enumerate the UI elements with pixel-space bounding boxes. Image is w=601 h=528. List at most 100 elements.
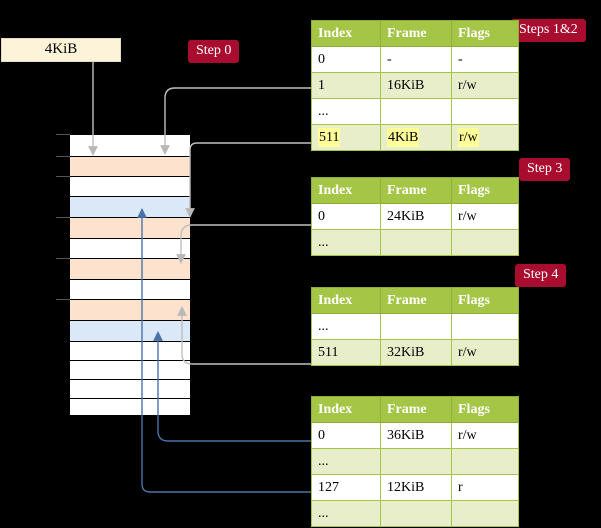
table-row: 0 36KiB r/w xyxy=(311,422,519,449)
column-header-frame: Frame xyxy=(380,287,452,314)
cell-index: 127 xyxy=(311,474,381,501)
cell-index: ... xyxy=(311,98,381,125)
memory-row xyxy=(70,218,190,239)
cell-text: 16KiB xyxy=(387,78,425,93)
table-row: 1 16KiB r/w xyxy=(311,72,519,99)
cell-text: 511 xyxy=(318,345,339,360)
cell-flags: r/w xyxy=(451,422,519,449)
badge-step-4: Step 4 xyxy=(515,264,567,287)
memory-row xyxy=(70,399,190,415)
cell-flags: r/w xyxy=(451,339,519,366)
cell-text: 0 xyxy=(318,428,325,443)
cell-flags xyxy=(451,313,519,340)
memory-row xyxy=(70,177,190,197)
cell-flags xyxy=(451,500,519,527)
table-row: 0 24KiB r/w xyxy=(311,203,519,230)
cell-flags: r/w xyxy=(451,203,519,230)
cell-flags: r/w xyxy=(451,72,519,99)
table-row: 0 - - xyxy=(311,46,519,73)
cell-text: 36KiB xyxy=(387,428,425,443)
cell-text: r/w xyxy=(458,428,477,443)
memory-row xyxy=(70,361,190,380)
memory-row xyxy=(70,239,190,259)
page-table-level-2: Index Frame Flags 0 24KiB r/w ... xyxy=(311,177,519,256)
table-row: 511 32KiB r/w xyxy=(311,339,519,366)
wire-step4-table3row511-to-memory xyxy=(177,306,312,365)
column-header-flags: Flags xyxy=(451,20,519,47)
badge-step-0-label: Step 0 xyxy=(196,43,232,58)
cell-text: r/w xyxy=(458,209,477,224)
table-header-row: Index Frame Flags xyxy=(311,396,519,423)
cell-frame: 12KiB xyxy=(380,474,452,501)
cell-text: r xyxy=(458,480,463,495)
memory-tick xyxy=(56,176,70,177)
cell-text: 0 xyxy=(318,209,325,224)
cell-index: ... xyxy=(311,229,381,256)
memory-row xyxy=(70,380,190,399)
cell-index: 0 xyxy=(311,422,381,449)
column-header-frame: Frame xyxy=(380,20,452,47)
cell-text: 127 xyxy=(318,480,339,495)
wire-step12-table1row511-to-memory xyxy=(185,142,312,218)
badge-step-3: Step 3 xyxy=(519,158,571,181)
cell-text: 0 xyxy=(318,52,325,67)
table-row-highlighted: 511 4KiB r/w xyxy=(311,124,519,151)
cell-index: 1 xyxy=(311,72,381,99)
cell-frame: 32KiB xyxy=(380,339,452,366)
cell-text: 32KiB xyxy=(387,345,425,360)
cell-text: 12KiB xyxy=(387,480,425,495)
table-header-row: Index Frame Flags xyxy=(311,20,519,47)
cell-index: 511 xyxy=(311,124,381,151)
memory-row xyxy=(70,321,190,342)
cell-text: ... xyxy=(318,235,329,250)
cell-flags xyxy=(451,448,519,475)
cell-flags: r xyxy=(451,474,519,501)
cell-text: r/w xyxy=(458,78,477,93)
cell-text: r/w xyxy=(458,345,477,360)
cell-text: 24KiB xyxy=(387,209,425,224)
cell-index: 0 xyxy=(311,46,381,73)
wire-step3-table2row0-to-memory xyxy=(176,224,312,264)
memory-row xyxy=(70,259,190,280)
table-row: ... xyxy=(311,448,519,475)
table-row: ... xyxy=(311,313,519,340)
column-header-frame: Frame xyxy=(380,177,452,204)
badge-step-3-label: Step 3 xyxy=(527,161,563,176)
cell-frame xyxy=(380,448,452,475)
column-header-index: Index xyxy=(311,20,381,47)
column-header-flags: Flags xyxy=(451,177,519,204)
memory-tick xyxy=(56,134,70,135)
table-row: ... xyxy=(311,98,519,125)
memory-tick xyxy=(56,217,70,218)
column-header-index: Index xyxy=(311,287,381,314)
cell-text: ... xyxy=(318,454,329,469)
badge-step-4-label: Step 4 xyxy=(523,267,559,282)
memory-tick xyxy=(56,258,70,259)
cell-frame xyxy=(380,98,452,125)
table-row: ... xyxy=(311,500,519,527)
cell-flags xyxy=(451,229,519,256)
table-header-row: Index Frame Flags xyxy=(311,177,519,204)
page-table-level-3: Index Frame Flags ... 511 32KiB r/w xyxy=(311,287,519,366)
cell-text: - xyxy=(387,52,392,67)
column-header-index: Index xyxy=(311,177,381,204)
cell-text: ... xyxy=(318,506,329,521)
page-table-level-1: Index Frame Flags 0 - - 1 16KiB r/w ... xyxy=(311,20,519,151)
table-header-row: Index Frame Flags xyxy=(311,287,519,314)
cell-frame: 16KiB xyxy=(380,72,452,99)
column-header-frame: Frame xyxy=(380,396,452,423)
cell-index: 0 xyxy=(311,203,381,230)
cell-frame xyxy=(380,500,452,527)
cell-text: r/w xyxy=(458,128,479,147)
virtual-address-box: 4KiB xyxy=(1,38,121,62)
cell-frame: - xyxy=(380,46,452,73)
cell-text: ... xyxy=(318,319,329,334)
cell-flags xyxy=(451,98,519,125)
cell-text: ... xyxy=(318,104,329,119)
cell-text: 511 xyxy=(318,128,341,147)
memory-row xyxy=(70,197,190,218)
memory-row xyxy=(70,280,190,300)
virtual-address-label: 4KiB xyxy=(44,41,78,57)
cell-text: 1 xyxy=(318,78,325,93)
